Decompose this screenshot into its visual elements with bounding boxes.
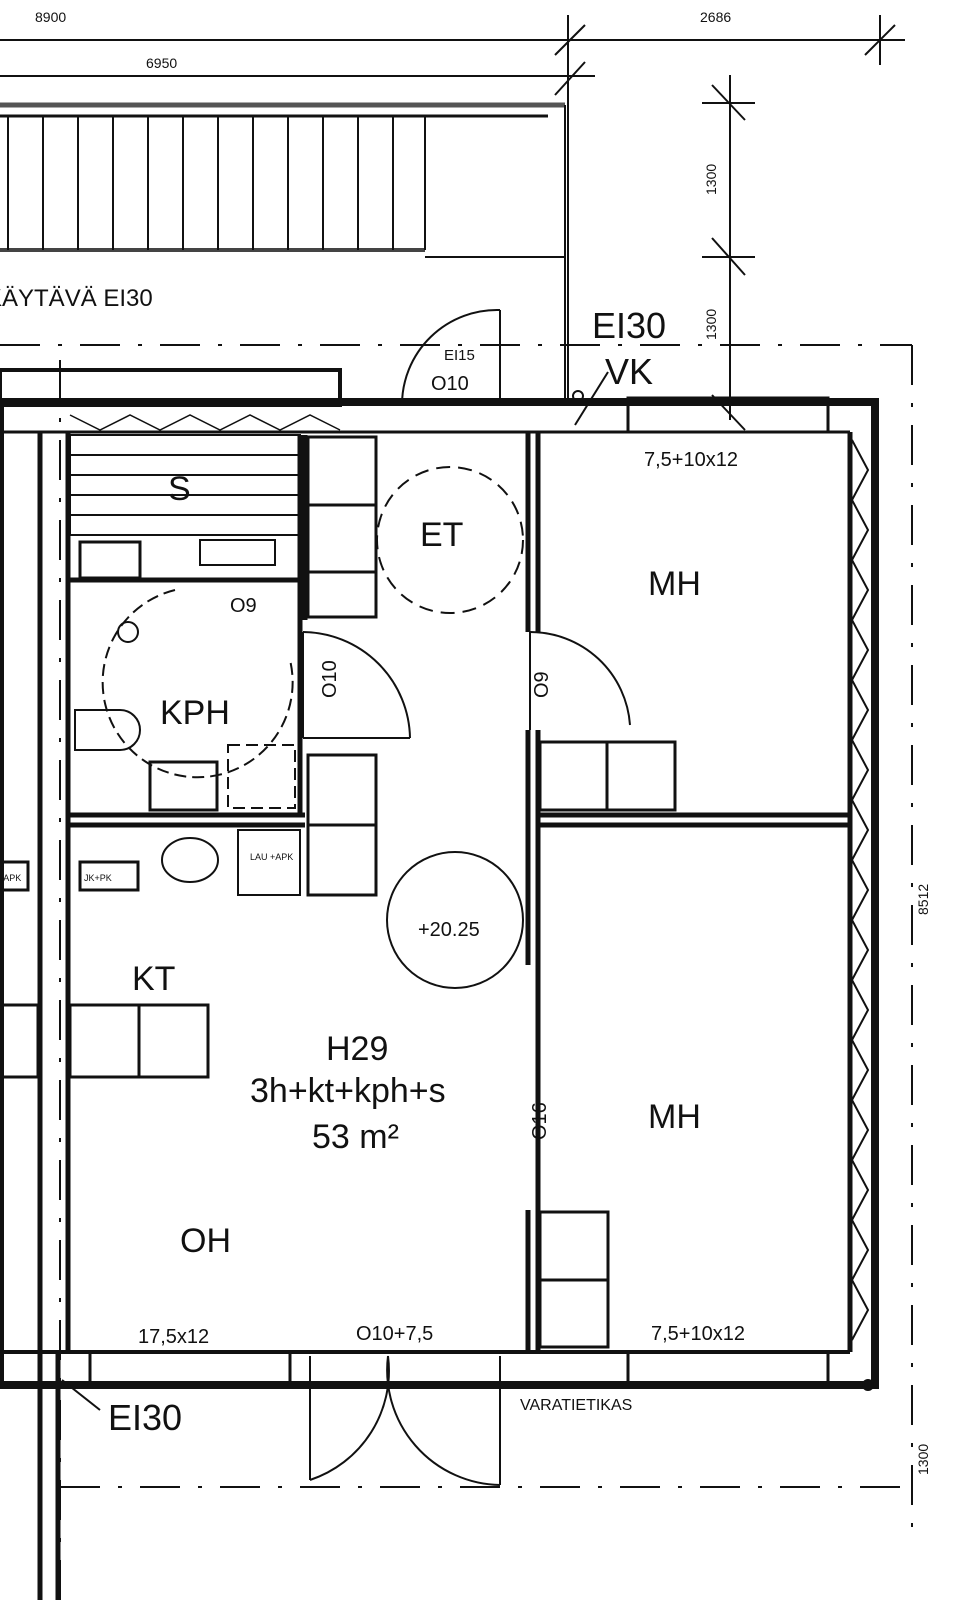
entry-door-rating: EI15 (444, 347, 475, 364)
dimension-lines (0, 15, 905, 431)
window-bedroom-top: 7,5+10x12 (644, 449, 738, 471)
walkway-railing (0, 102, 566, 400)
bathroom-fixtures (0, 589, 301, 896)
room-mh-top: MH (648, 565, 701, 603)
entry-door-code: O10 (431, 373, 469, 395)
fire-label-vk: VK (605, 351, 653, 392)
dim-1300-lower: 1300 (703, 309, 719, 340)
dim-8900: 8900 (35, 9, 66, 25)
elevation-circle (386, 851, 524, 989)
window-bedroom-bottom: 7,5+10x12 (651, 1323, 745, 1345)
room-s: S (168, 470, 191, 508)
fire-label-ei30-top: EI30 (592, 305, 666, 346)
door-o9-bedroom: O9 (531, 671, 553, 698)
appliance-washer: LAU +APK (250, 852, 293, 862)
room-oh: OH (180, 1222, 231, 1260)
apartment-type: 3h+kt+kph+s (250, 1072, 446, 1110)
outer-walls (0, 368, 879, 1391)
elevation-label: +20.25 (418, 919, 480, 941)
window-living: 17,5x12 (138, 1326, 209, 1348)
wardrobes (0, 435, 677, 1349)
appliance-jk-pk: JK+PK (84, 873, 112, 883)
room-kt: KT (132, 960, 175, 998)
door-o10-hall: O10 (319, 660, 341, 698)
turning-circle (376, 466, 524, 614)
door-o9-bath: O9 (230, 595, 257, 617)
room-mh-bottom: MH (648, 1098, 701, 1136)
dim-1300-bottom: 1300 (915, 1444, 931, 1475)
dim-6950: 6950 (146, 55, 177, 71)
door-o16-bedroom: O16 (529, 1102, 551, 1140)
room-kph: KPH (160, 694, 230, 732)
door-balcony: O10+7,5 (356, 1323, 433, 1345)
grid-line (0, 344, 913, 1600)
apartment-id: H29 (326, 1030, 388, 1068)
entry-door[interactable] (401, 308, 501, 406)
dim-8512: 8512 (915, 884, 931, 915)
appliance-left: +APK (0, 873, 21, 883)
apartment-area: 53 m² (312, 1118, 399, 1156)
interior-doors[interactable] (302, 630, 631, 1486)
room-et: ET (420, 516, 463, 554)
escape-label: VARATIETIKAS (520, 1397, 632, 1414)
fire-label-ei30-bottom: EI30 (108, 1397, 182, 1438)
dim-2686: 2686 (700, 9, 731, 25)
sauna-bench (69, 434, 301, 580)
corridor-label: KÄYTÄVÄ EI30 (0, 285, 153, 312)
dim-1300-upper: 1300 (703, 164, 719, 195)
